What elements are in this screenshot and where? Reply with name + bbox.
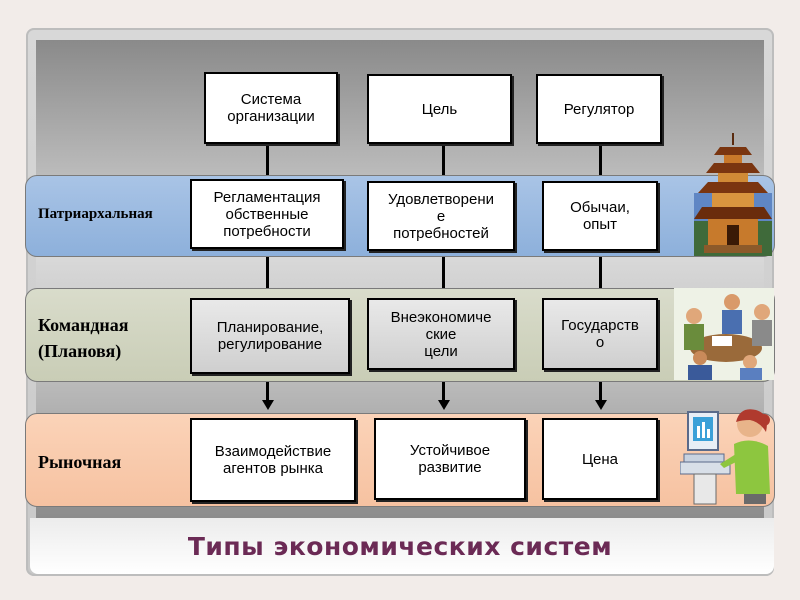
cell-market-system: Взаимодействие агентов рынка	[190, 418, 356, 502]
footer-bar	[30, 518, 774, 574]
header-box-goal: Цель	[367, 74, 512, 144]
cell-command-regulator: Государств о	[542, 298, 658, 370]
row-label-market: Рыночная	[38, 452, 122, 472]
page-title: Типы экономических систем	[187, 532, 613, 561]
connector-line	[442, 145, 445, 400]
meeting-people-icon	[674, 288, 774, 380]
row-label-command: Командная (Плановя)	[38, 315, 129, 361]
arrow-head	[595, 400, 607, 410]
cell-command-system: Планирование, регулирование	[190, 298, 350, 374]
cell-patriarchal-system: Регламентация обственные потребности	[190, 179, 344, 249]
cell-patriarchal-goal: Удовлетворени е потребностей	[367, 181, 515, 251]
header-box-regulator: Регулятор	[536, 74, 662, 144]
header-box-system: Система организации	[204, 72, 338, 144]
connector-line	[266, 145, 269, 400]
arrow-head	[438, 400, 450, 410]
pagoda-icon	[694, 133, 772, 256]
row-label-patriarchal: Патриархальная	[38, 206, 153, 222]
cell-market-goal: Устойчивое развитие	[374, 418, 526, 500]
cell-market-regulator: Цена	[542, 418, 658, 500]
cell-patriarchal-regulator: Обычаи, опыт	[542, 181, 658, 251]
cell-command-goal: Внеэкономиче ские цели	[367, 298, 515, 370]
arrow-head	[262, 400, 274, 410]
computer-user-icon	[680, 404, 774, 508]
connector-line	[599, 145, 602, 400]
